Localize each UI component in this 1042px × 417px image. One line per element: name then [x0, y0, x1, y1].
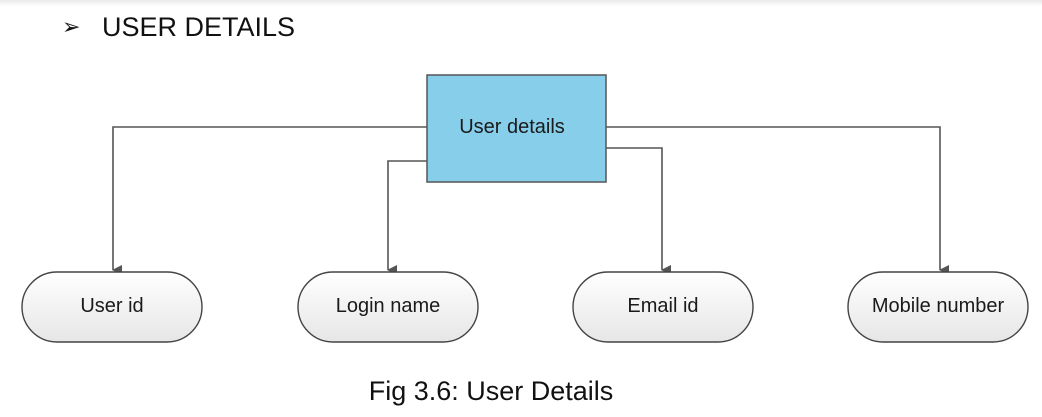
connector-login-name: [387, 160, 427, 275]
child-node-mobile-number: Mobile number: [847, 271, 1029, 343]
child-node-email-id: Email id: [572, 271, 754, 343]
root-node-box: [426, 74, 607, 183]
connector-user-id: [112, 126, 427, 275]
connector-email-id: [606, 147, 671, 275]
section-heading: ➢ USER DETAILS: [62, 12, 295, 43]
child-node-box: [21, 271, 203, 343]
child-node-label: Email id: [627, 295, 698, 317]
child-node-box: [297, 271, 479, 343]
child-node-login-name: Login name: [297, 271, 479, 343]
figure-caption: Fig 3.6: User Details: [368, 376, 614, 406]
connector-mobile-number: [606, 126, 949, 275]
child-node-label: Login name: [336, 295, 441, 317]
top-edge-shade: [0, 0, 1042, 6]
child-node-label: User id: [80, 295, 143, 317]
child-node-box: [572, 271, 754, 343]
child-node-user-id: User id: [21, 271, 203, 343]
child-node-box: [847, 271, 1029, 343]
arrow-bullet-icon: ➢: [62, 14, 81, 39]
root-node-label: User details: [459, 116, 565, 138]
section-heading-text: USER DETAILS: [102, 12, 296, 42]
connector-lines: [112, 126, 949, 275]
root-node: User details: [426, 74, 607, 183]
child-node-label: Mobile number: [872, 295, 1005, 317]
